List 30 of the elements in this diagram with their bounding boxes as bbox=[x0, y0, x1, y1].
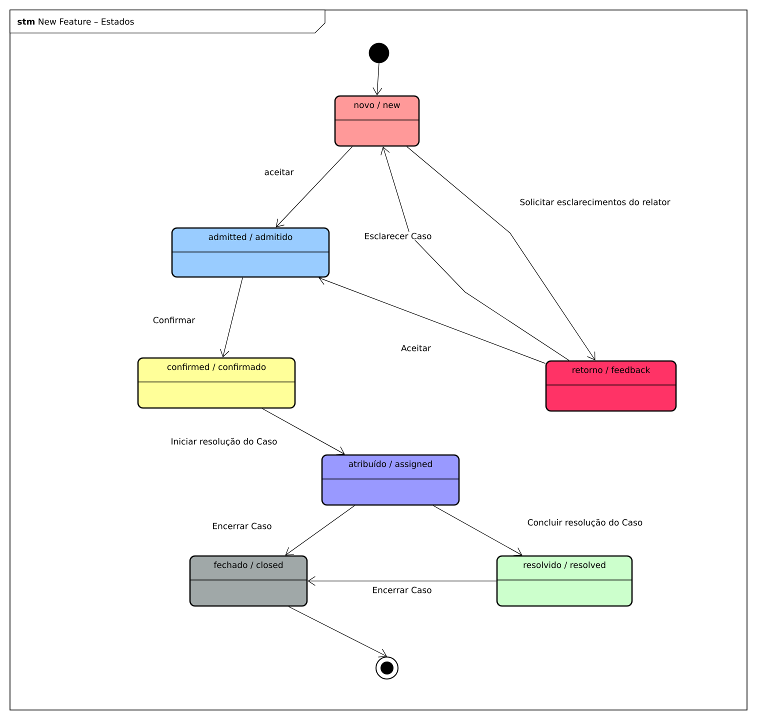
arrow bbox=[220, 277, 243, 358]
state-box: resolvido / resolved bbox=[496, 555, 633, 607]
edge-label: aceitar bbox=[263, 168, 295, 176]
arrow bbox=[372, 62, 382, 96]
state-box: retorno / feedback bbox=[545, 360, 677, 412]
initial-state bbox=[368, 42, 390, 64]
state-box: admitted / admitido bbox=[171, 227, 330, 278]
arrow bbox=[288, 606, 387, 658]
edge-label: Aceitar bbox=[400, 344, 432, 352]
arrow bbox=[276, 146, 353, 228]
state-box: confirmed / confirmado bbox=[137, 357, 296, 409]
frame-title: stm New Feature – Estados bbox=[10, 10, 326, 34]
arrow bbox=[285, 505, 355, 556]
edge-label: Encerrar Caso bbox=[371, 586, 433, 594]
state-box: atribuído / assigned bbox=[321, 454, 460, 506]
edge-label: Esclarecer Caso bbox=[363, 232, 433, 240]
edge-label: Iniciar resolução do Caso bbox=[170, 436, 278, 448]
state-box: fechado / closed bbox=[189, 555, 308, 607]
arrow bbox=[406, 146, 596, 360]
final-state bbox=[376, 656, 398, 680]
arrow bbox=[433, 505, 522, 556]
edge-label: Solicitar esclarecimentos do relator bbox=[518, 198, 672, 206]
arrow bbox=[380, 146, 570, 361]
arrow bbox=[318, 276, 546, 364]
edge-label: Encerrar Caso bbox=[211, 522, 273, 530]
arrow bbox=[308, 576, 497, 586]
edge-label: Concluir resolução do Caso bbox=[526, 518, 644, 528]
state-box: novo / new bbox=[334, 95, 420, 147]
edge-label: Confirmar bbox=[152, 316, 196, 324]
arrow bbox=[262, 408, 345, 455]
